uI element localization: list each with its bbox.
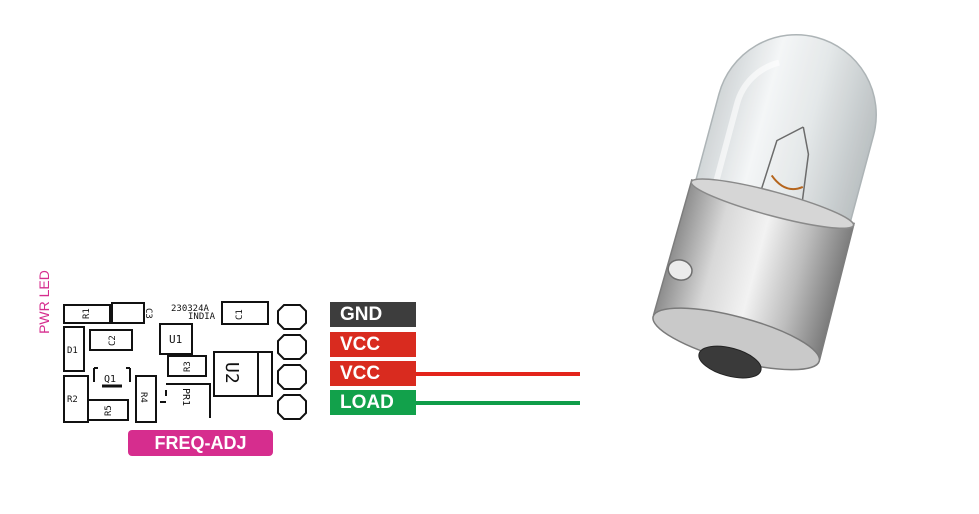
header-pin-1 bbox=[277, 304, 307, 330]
c3-label: C3 bbox=[143, 308, 153, 319]
u1-footprint bbox=[159, 323, 193, 355]
u2-footprint bbox=[213, 351, 273, 397]
board-serial: 230324A bbox=[171, 304, 210, 314]
pin-label-vcc-2: VCC bbox=[330, 361, 416, 386]
pin-label-vcc-1: VCC bbox=[330, 332, 416, 357]
r3-footprint bbox=[167, 355, 207, 377]
incandescent-bulb-icon bbox=[652, 34, 877, 379]
c1-footprint bbox=[221, 301, 269, 325]
u2-label: U2 bbox=[221, 362, 242, 384]
header-pins bbox=[277, 304, 307, 420]
c3-footprint bbox=[111, 302, 145, 324]
c2-footprint bbox=[89, 329, 133, 351]
wires bbox=[416, 372, 580, 405]
c1-label: C1 bbox=[235, 309, 245, 320]
d1-label: D1 bbox=[67, 346, 78, 356]
r3-label: R3 bbox=[183, 361, 193, 372]
pcb-module bbox=[63, 301, 273, 423]
pin-label-load: LOAD bbox=[330, 390, 416, 415]
pr1-label: PR1 bbox=[180, 388, 191, 406]
c2-label: C2 bbox=[108, 335, 118, 346]
header-pin-4 bbox=[277, 394, 307, 420]
q1-label: Q1 bbox=[104, 374, 116, 385]
header-pin-2 bbox=[277, 334, 307, 360]
r5-label: R5 bbox=[104, 405, 114, 416]
pwr-led-label: PWR LED bbox=[36, 270, 52, 334]
header-pin-3 bbox=[277, 364, 307, 390]
freq-adj-label: FREQ-ADJ bbox=[128, 430, 273, 456]
pr1-footprint bbox=[166, 383, 211, 418]
r1-label: R1 bbox=[82, 308, 92, 319]
r4-label: R4 bbox=[138, 392, 148, 403]
d1-footprint bbox=[63, 326, 85, 372]
pin-label-gnd: GND bbox=[330, 302, 416, 327]
r2-label: R2 bbox=[67, 395, 78, 405]
board-origin: INDIA bbox=[188, 312, 216, 322]
q1-outline bbox=[93, 367, 131, 382]
u1-label: U1 bbox=[169, 333, 182, 346]
r5-footprint bbox=[87, 399, 129, 421]
r4-footprint bbox=[135, 375, 157, 423]
r1-footprint bbox=[63, 304, 111, 324]
